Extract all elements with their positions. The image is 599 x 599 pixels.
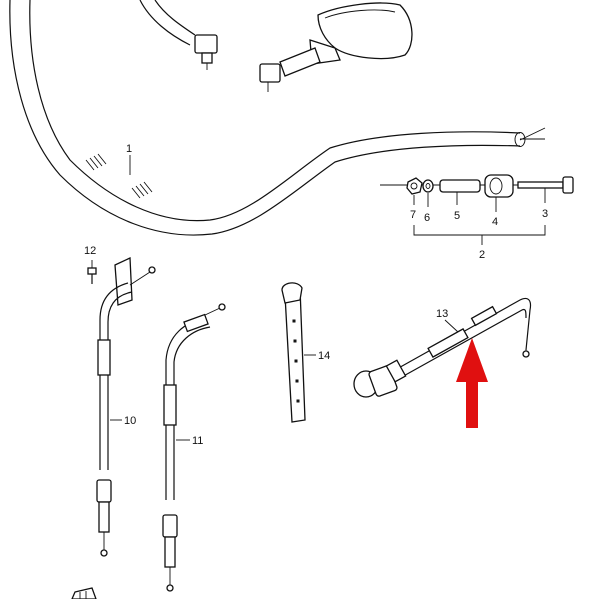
label-part-11: 11: [192, 435, 203, 447]
label-part-10: 10: [124, 415, 136, 427]
choke-cable-13: [353, 297, 532, 398]
throttle-cable-11: [162, 303, 226, 592]
label-part-6: 6: [424, 212, 430, 224]
bottom-part-fragment: [71, 587, 97, 599]
label-part-1: 1: [126, 143, 132, 155]
handlebar: [9, 0, 546, 236]
label-part-13: 13: [436, 308, 448, 320]
top-switch-bracket: [139, 0, 218, 70]
label-part-2: 2: [479, 249, 485, 261]
label-part-7: 7: [410, 209, 416, 221]
label-part-3: 3: [542, 208, 548, 220]
throttle-cable-10: [87, 257, 156, 557]
cable-clamp-14: [281, 282, 316, 423]
bolt-assembly: [380, 174, 574, 245]
label-part-4: 4: [492, 216, 498, 228]
label-part-5: 5: [454, 210, 460, 222]
label-part-12: 12: [84, 245, 96, 257]
mirror: [259, 2, 413, 92]
label-part-14: 14: [318, 350, 330, 362]
red-arrow-indicator: [456, 338, 488, 428]
